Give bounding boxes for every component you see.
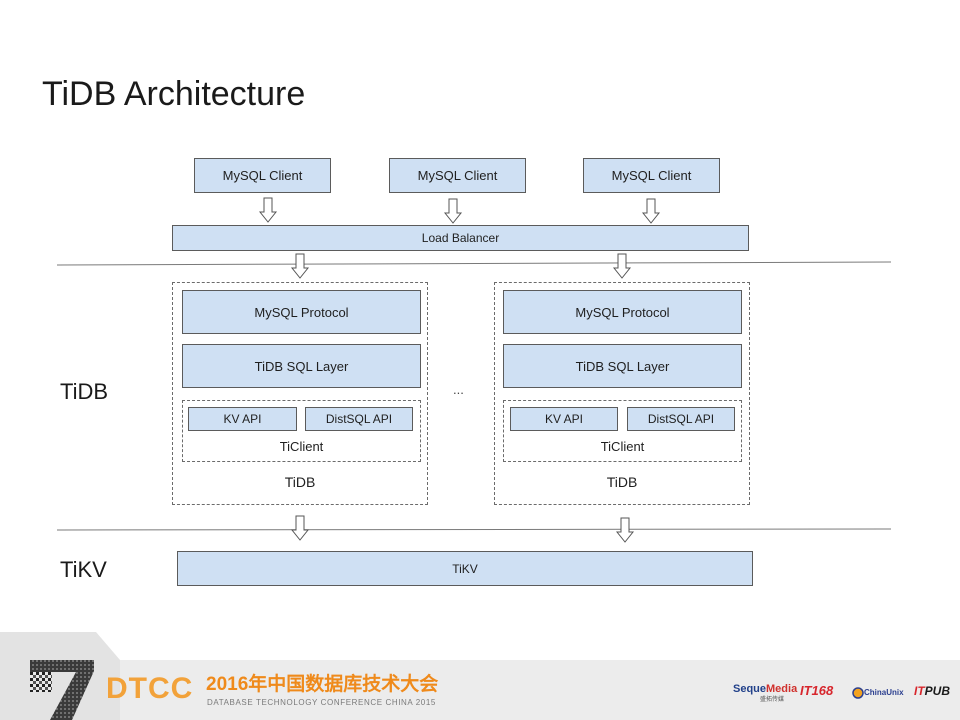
ticlient-label: TiClient bbox=[600, 439, 645, 454]
conference-name-cn: 2016年中国数据库技术大会 bbox=[206, 674, 439, 695]
mysql-client-box-3: MySQL Client bbox=[583, 158, 720, 193]
tidb-sql-layer-box: TiDB SQL Layer bbox=[503, 344, 742, 388]
arrow-client-2-to-load-balancer bbox=[443, 198, 463, 224]
tier-label-tidb: TiDB bbox=[60, 379, 109, 404]
footer-band bbox=[0, 660, 960, 720]
arrow-client-1-to-load-balancer bbox=[258, 197, 278, 223]
page-title: TiDB Architecture bbox=[42, 75, 306, 113]
tidb-node-1: MySQL Protocol TiDB SQL Layer KV API Dis… bbox=[172, 282, 428, 505]
tier-label-tikv: TiKV bbox=[60, 557, 107, 582]
separator-line-bottom bbox=[56, 528, 892, 531]
dtcc-seven-logo bbox=[30, 660, 94, 720]
kv-api-box: KV API bbox=[510, 407, 618, 431]
ticlient-label: TiClient bbox=[279, 439, 324, 454]
load-balancer-box: Load Balancer bbox=[172, 225, 749, 251]
itpub-logo-part-2: PUB bbox=[924, 684, 951, 698]
conference-name-en: DATABASE TECHNOLOGY CONFERENCE CHINA 201… bbox=[207, 698, 436, 707]
sequemedia-logo-part-1: Seque bbox=[733, 683, 767, 695]
chinaunix-logo-icon bbox=[852, 687, 864, 699]
arrow-load-balancer-to-tidb-2 bbox=[612, 253, 632, 279]
arrow-client-3-to-load-balancer bbox=[641, 198, 661, 224]
distsql-api-box: DistSQL API bbox=[305, 407, 413, 431]
tikv-box: TiKV bbox=[177, 551, 753, 586]
dtcc-logo: DTCC bbox=[106, 672, 194, 705]
mysql-client-box-2: MySQL Client bbox=[389, 158, 526, 193]
more-nodes-ellipsis: ... bbox=[453, 382, 464, 397]
tidb-sql-layer-box: TiDB SQL Layer bbox=[182, 344, 421, 388]
sequemedia-logo: SequeMedia bbox=[733, 683, 797, 696]
sequemedia-logo-part-2: Media bbox=[766, 683, 798, 695]
arrow-load-balancer-to-tidb-1 bbox=[290, 253, 310, 279]
ticlient-group: KV API DistSQL API TiClient bbox=[503, 400, 742, 462]
it168-logo: IT168 bbox=[800, 683, 834, 698]
distsql-api-box: DistSQL API bbox=[627, 407, 735, 431]
itpub-logo-part-1: IT bbox=[914, 684, 925, 698]
chinaunix-logo: ChinaUnix bbox=[864, 688, 904, 697]
kv-api-box: KV API bbox=[188, 407, 297, 431]
tidb-node-2: MySQL Protocol TiDB SQL Layer KV API Dis… bbox=[494, 282, 750, 505]
arrow-tidb-2-to-tikv bbox=[615, 517, 635, 543]
tidb-node-label: TiDB bbox=[606, 474, 638, 490]
arrow-tidb-1-to-tikv bbox=[290, 515, 310, 541]
ticlient-group: KV API DistSQL API TiClient bbox=[182, 400, 421, 462]
separator-line-top bbox=[56, 261, 892, 266]
qr-code-mark bbox=[30, 672, 52, 692]
mysql-protocol-box: MySQL Protocol bbox=[503, 290, 742, 334]
sequemedia-logo-cn: 盛拓传媒 bbox=[760, 697, 785, 703]
footer-left-panel bbox=[0, 632, 120, 720]
mysql-client-box-1: MySQL Client bbox=[194, 158, 331, 193]
tidb-node-label: TiDB bbox=[284, 474, 316, 490]
mysql-protocol-box: MySQL Protocol bbox=[182, 290, 421, 334]
itpub-logo: ITPUB bbox=[914, 683, 950, 699]
